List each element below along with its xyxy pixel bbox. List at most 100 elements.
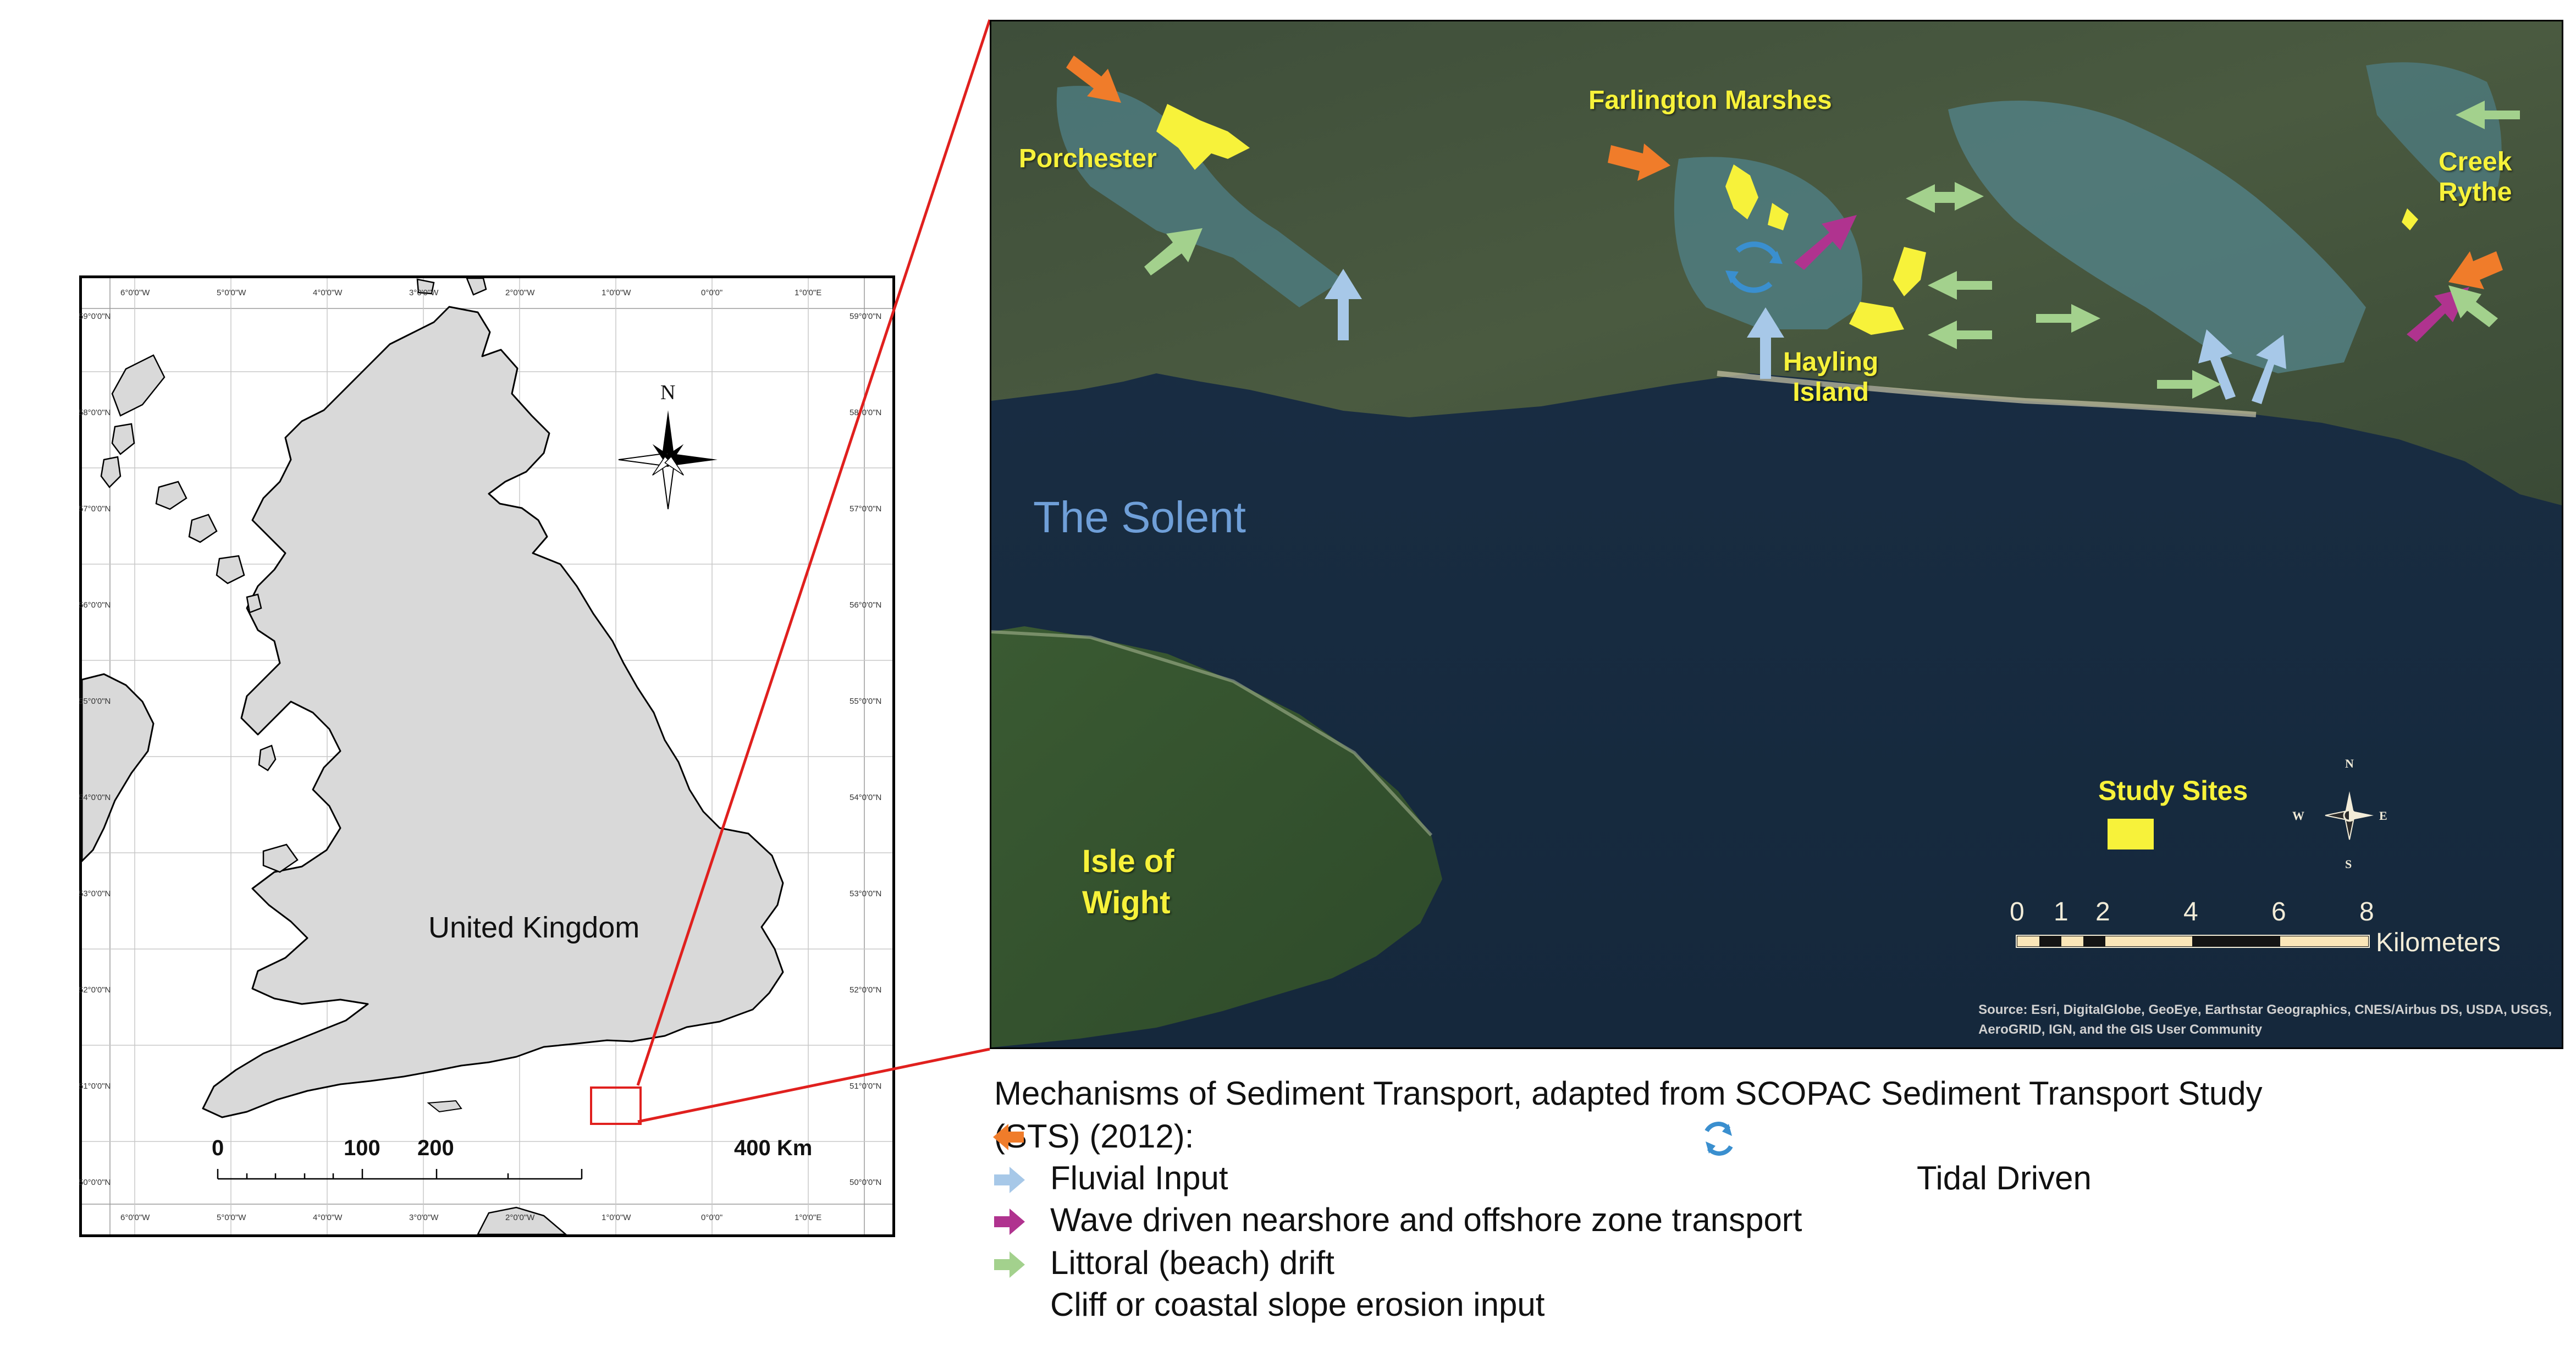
uk-scale-label: 0 bbox=[212, 1136, 224, 1160]
porchester-label: Porchester bbox=[1019, 144, 1157, 173]
lat-tick-left: 50°0'0"N bbox=[79, 1178, 111, 1187]
compass-s: S bbox=[2345, 857, 2352, 871]
lat-tick-right: 58°0'0"N bbox=[850, 408, 882, 417]
lon-tick-bottom: 5°0'0"W bbox=[217, 1213, 246, 1222]
farlington-marshes-label: Farlington Marshes bbox=[1588, 86, 1832, 115]
uk-north-label: N bbox=[660, 381, 676, 404]
anglesey bbox=[262, 843, 299, 873]
france-edge bbox=[477, 1206, 567, 1234]
credit-line-1: Source: Esri, DigitalGlobe, GeoEye, Eart… bbox=[1978, 1002, 2552, 1017]
compass-rose-icon bbox=[2325, 791, 2374, 840]
satellite-background bbox=[991, 21, 2562, 1047]
uk-north-arrow-icon bbox=[618, 410, 718, 510]
lon-tick-top: 1°0'0"E bbox=[795, 288, 822, 297]
lat-tick-left: 56°0'0"N bbox=[79, 600, 111, 610]
lon-tick-top: 1°0'0"W bbox=[602, 288, 631, 297]
km-unit-label: Kilometers bbox=[2376, 928, 2501, 957]
lon-tick-top: 5°0'0"W bbox=[217, 288, 246, 297]
lat-tick-right: 52°0'0"N bbox=[850, 985, 882, 995]
lon-tick-top: 3°0'0"W bbox=[409, 288, 439, 297]
compass-n: N bbox=[2345, 757, 2354, 770]
isle-of-wight-land bbox=[991, 626, 1442, 1047]
study-sites-label: Study Sites bbox=[2098, 775, 2248, 806]
creek-rythe-label: Creek Rythe bbox=[2439, 147, 2512, 207]
legend-title: Mechanisms of Sediment Transport, adapte… bbox=[994, 1072, 2263, 1158]
legend-title-line-1: Mechanisms of Sediment Transport, adapte… bbox=[994, 1075, 2263, 1112]
isle-of-wight-label: Isle of Wight bbox=[1082, 843, 1174, 921]
chichester-harbour bbox=[1948, 101, 2366, 373]
lon-tick-top: 0°0'0" bbox=[701, 288, 723, 297]
hayling-island-label: Hayling Island bbox=[1783, 347, 1879, 407]
lat-tick-right: 51°0'0"N bbox=[850, 1082, 882, 1091]
lat-tick-left: 59°0'0"N bbox=[79, 312, 111, 321]
ireland-landmass bbox=[82, 673, 155, 863]
legend-item-wave: Wave driven nearshore and offshore zone … bbox=[1050, 1201, 1802, 1238]
tidal-circulation-icon bbox=[1725, 241, 1783, 293]
lon-tick-bottom: 6°0'0"W bbox=[120, 1213, 150, 1222]
lat-tick-left: 54°0'0"N bbox=[79, 793, 111, 802]
km-tick: 8 bbox=[2359, 897, 2374, 926]
langstone-harbour bbox=[1674, 157, 1862, 329]
legend-wave-arrow-icon bbox=[994, 1209, 1025, 1235]
uk-overview-map: 6°0'0"W 5°0'0"W 4°0'0"W 3°0'0"W 2°0'0"W … bbox=[79, 275, 895, 1237]
legend-item-littoral: Littoral (beach) drift bbox=[1050, 1244, 1334, 1281]
lon-tick-top: 6°0'0"W bbox=[120, 288, 150, 297]
legend-item-fluvial: Fluvial Input bbox=[1050, 1160, 1228, 1196]
lon-tick-bottom: 3°0'0"W bbox=[409, 1213, 439, 1222]
legend-tidal-arrow-icon bbox=[1705, 1122, 1733, 1156]
imagery-credit: Source: Esri, DigitalGlobe, GeoEye, Eart… bbox=[1978, 1000, 2552, 1040]
lat-tick-right: 54°0'0"N bbox=[850, 793, 882, 802]
lat-tick-left: 55°0'0"N bbox=[79, 697, 111, 706]
lat-tick-right: 56°0'0"N bbox=[850, 600, 882, 610]
lat-tick-left: 57°0'0"N bbox=[79, 504, 111, 514]
great-britain-landmass bbox=[202, 306, 784, 1118]
km-tick: 6 bbox=[2271, 897, 2286, 926]
littoral-drift-arrows bbox=[1144, 101, 2520, 399]
km-tick: 4 bbox=[2183, 897, 2198, 926]
lon-tick-top: 2°0'0"W bbox=[505, 288, 535, 297]
km-tick: 0 bbox=[2010, 897, 2025, 926]
compass-e: E bbox=[2379, 809, 2387, 823]
lat-tick-right: 55°0'0"N bbox=[850, 697, 882, 706]
lat-tick-left: 53°0'0"N bbox=[79, 889, 111, 898]
legend-item-cliff: Cliff or coastal slope erosion input bbox=[1050, 1286, 1545, 1323]
lon-tick-bottom: 2°0'0"W bbox=[505, 1213, 535, 1222]
uk-outline-map bbox=[82, 278, 892, 1234]
credit-line-2: AeroGRID, IGN, and the GIS User Communit… bbox=[1978, 1022, 2263, 1037]
legend-littoral-arrow-icon bbox=[994, 1251, 1025, 1278]
lat-tick-left: 52°0'0"N bbox=[79, 985, 111, 995]
fluvial-input-arrows bbox=[1325, 269, 2286, 404]
cliff-erosion-arrows bbox=[1066, 56, 2503, 289]
lon-tick-bottom: 0°0'0" bbox=[701, 1213, 723, 1222]
legend-title-line-2: (STS) (2012): bbox=[994, 1118, 1194, 1155]
the-solent-label: The Solent bbox=[1033, 493, 1246, 542]
lon-tick-bottom: 1°0'0"W bbox=[602, 1213, 631, 1222]
compass-w: W bbox=[2292, 809, 2304, 823]
legend-item-tidal: Tidal Driven bbox=[1917, 1160, 2092, 1196]
lat-tick-right: 50°0'0"N bbox=[850, 1178, 882, 1187]
uk-scale-label: 100 bbox=[344, 1136, 380, 1160]
lat-tick-left: 58°0'0"N bbox=[79, 408, 111, 417]
portsmouth-harbour bbox=[1056, 86, 1343, 307]
isle-of-man bbox=[258, 744, 277, 771]
legend-fluvial-arrow-icon bbox=[994, 1167, 1025, 1193]
lat-tick-right: 53°0'0"N bbox=[850, 889, 882, 898]
study-site-areas bbox=[1156, 104, 2418, 335]
uk-scale-label: 400 Km bbox=[734, 1136, 813, 1160]
northern-creek bbox=[2366, 62, 2502, 198]
lat-tick-right: 57°0'0"N bbox=[850, 504, 882, 514]
lon-tick-bottom: 1°0'0"E bbox=[795, 1213, 822, 1222]
uk-scale-bar bbox=[217, 1169, 583, 1180]
lon-tick-bottom: 4°0'0"W bbox=[313, 1213, 343, 1222]
study-sites-swatch bbox=[2108, 819, 2154, 849]
site-satellite-map: Porchester Farlington Marshes Hayling Is… bbox=[990, 20, 2563, 1049]
lat-tick-left: 51°0'0"N bbox=[79, 1082, 111, 1091]
lat-tick-right: 59°0'0"N bbox=[850, 312, 882, 321]
isle-of-wight-small bbox=[427, 1100, 462, 1113]
km-tick: 1 bbox=[2054, 897, 2068, 926]
legend-orange-arrow-icon bbox=[993, 1124, 1024, 1150]
uk-scale-label: 200 bbox=[417, 1136, 454, 1160]
wave-driven-arrows bbox=[1794, 215, 2469, 342]
km-tick: 2 bbox=[2095, 897, 2110, 926]
lon-tick-top: 4°0'0"W bbox=[313, 288, 343, 297]
